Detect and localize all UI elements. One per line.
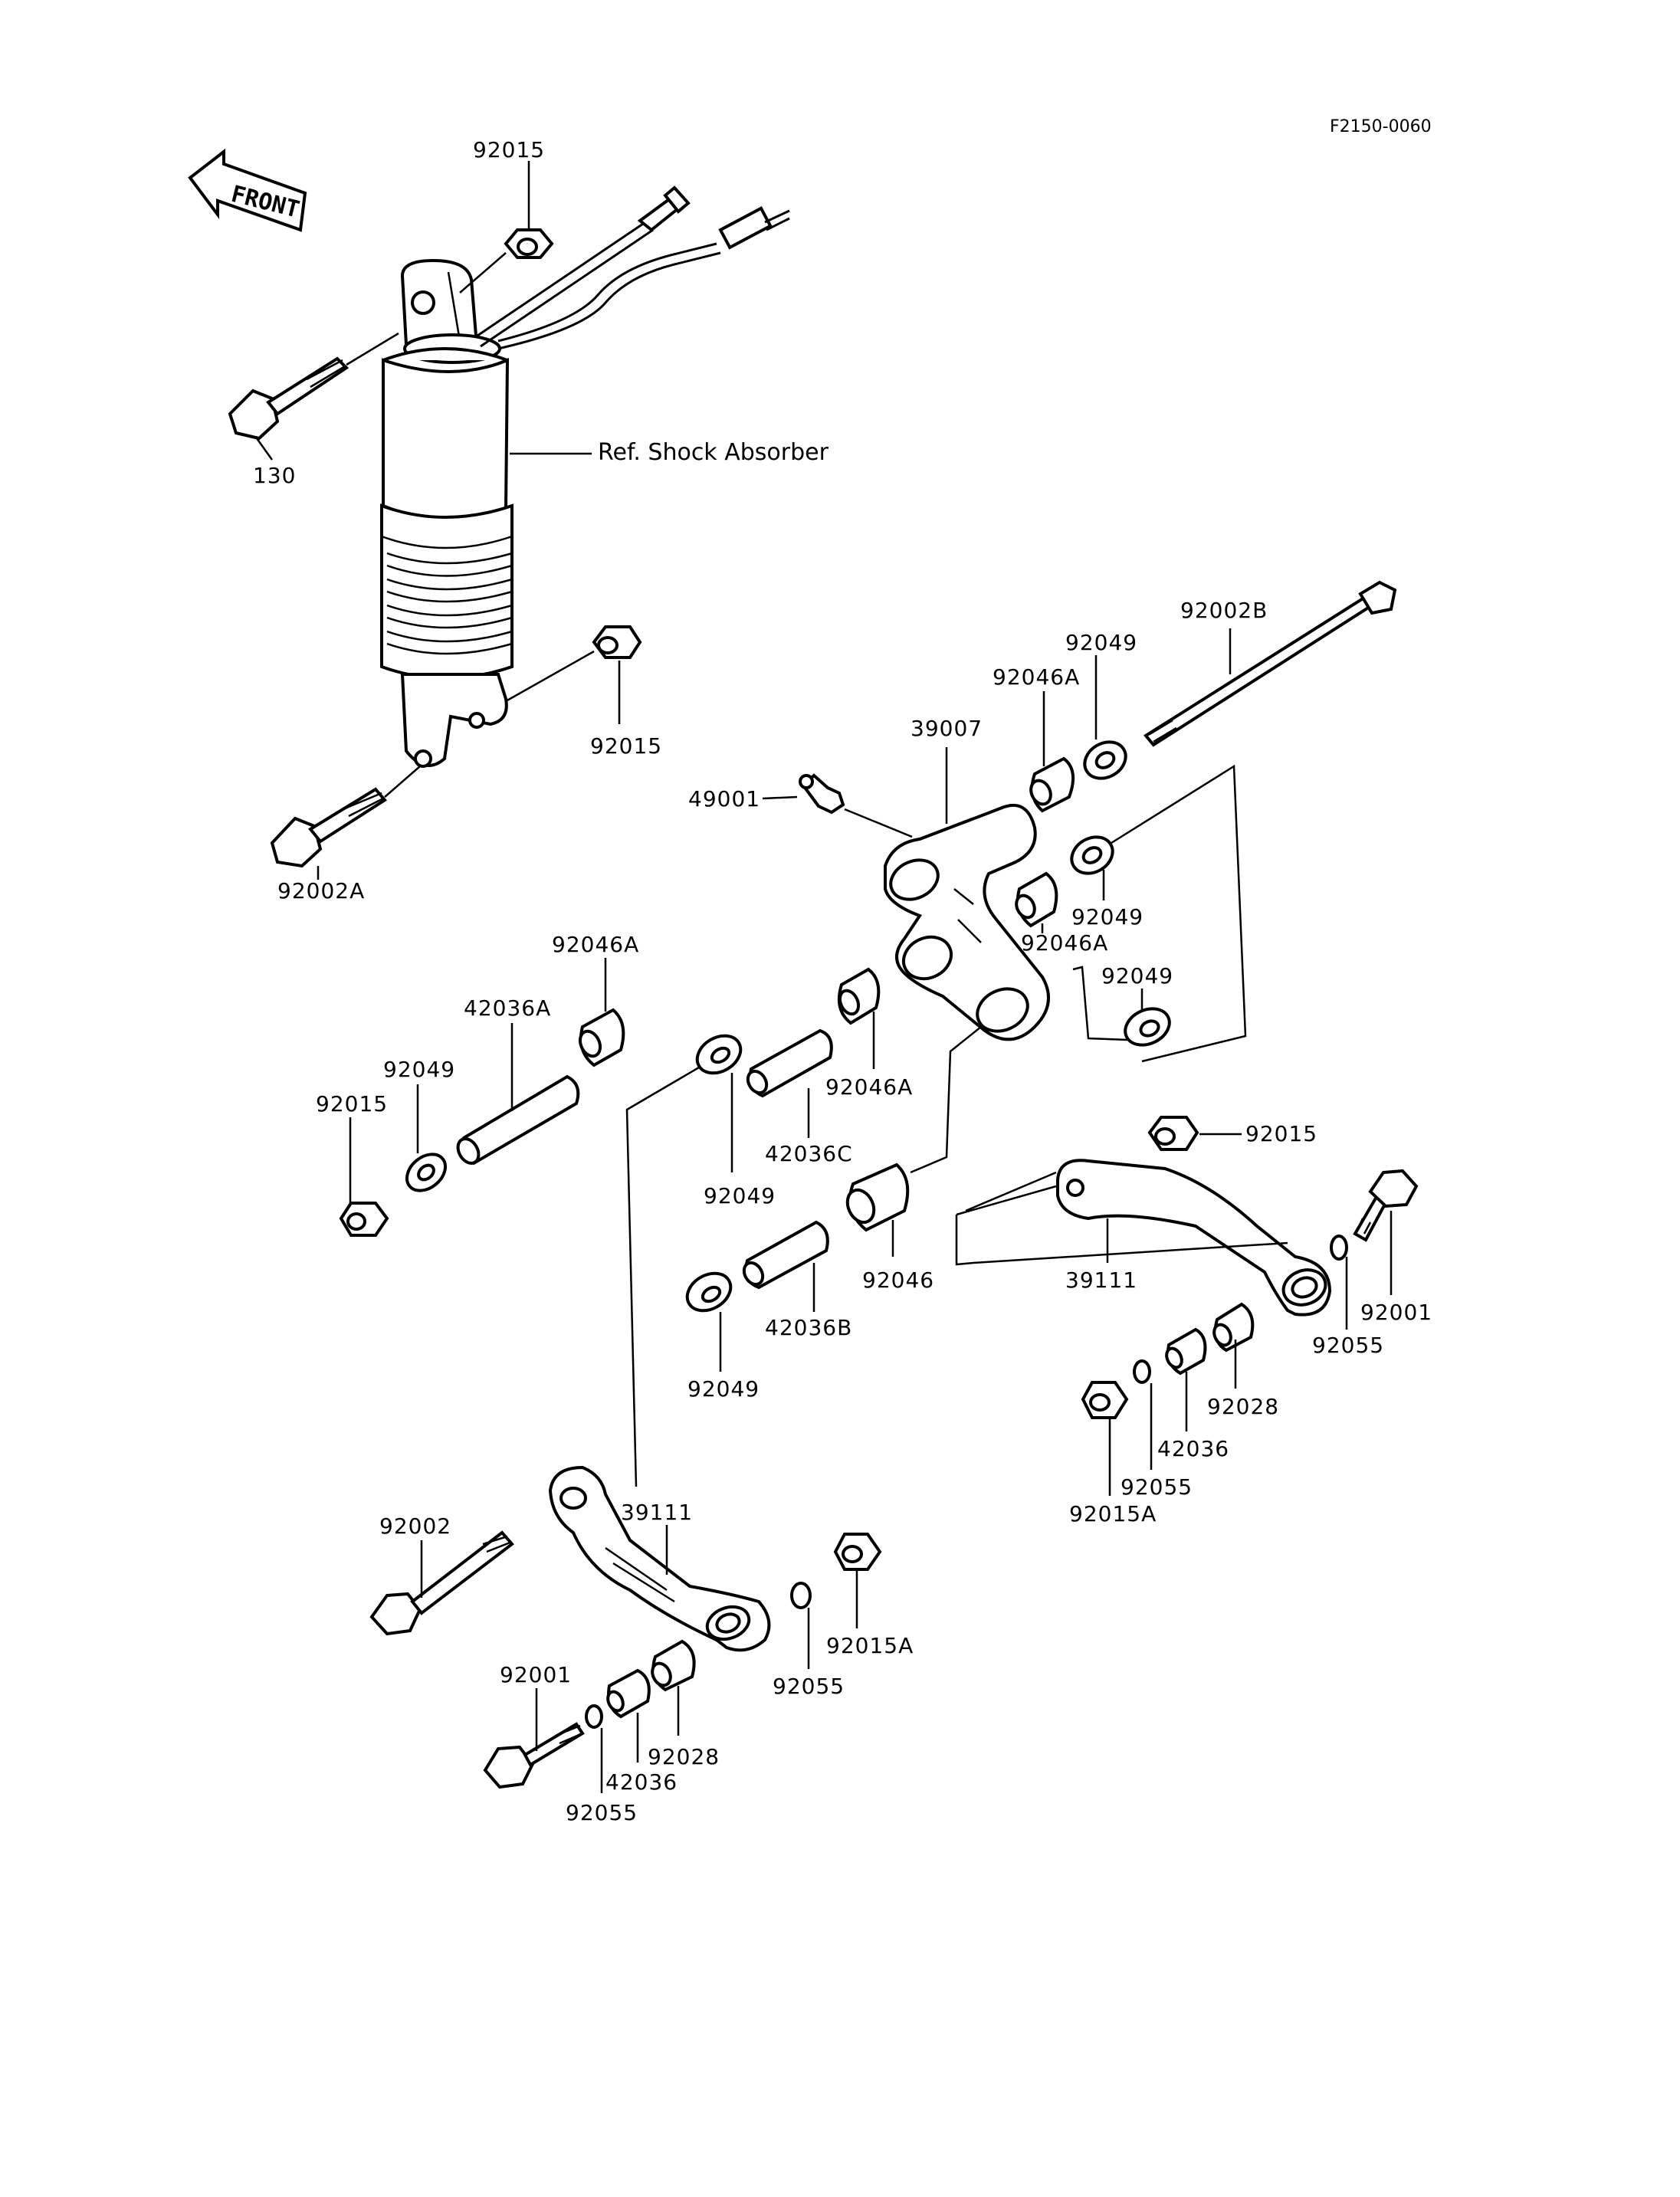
label-130: 130 — [253, 463, 296, 488]
label-92002B: 92002B — [1180, 598, 1268, 623]
sleeve-42036-right — [1165, 1327, 1207, 1376]
bolt-92001-right — [1353, 1169, 1419, 1242]
shock-absorber — [380, 185, 790, 768]
label-92046A-mid: 92046A — [825, 1074, 913, 1100]
sleeve-42036B — [742, 1220, 829, 1290]
label-92028-right: 92028 — [1207, 1394, 1279, 1419]
label-42036-left: 42036 — [605, 1769, 678, 1795]
o-ring-92055-left — [790, 1582, 812, 1609]
label-42036-right: 42036 — [1157, 1436, 1229, 1461]
label-92049-a: 92049 — [1065, 630, 1137, 655]
figure-code: F2150-0060 — [1330, 117, 1432, 136]
shock-absorber-label: Ref. Shock Absorber — [598, 439, 829, 466]
bushing-92046A-left — [578, 1008, 625, 1067]
bolt-92002A — [270, 787, 388, 868]
label-92015-shock: 92015 — [590, 733, 662, 759]
bushing-92046A-a — [1029, 756, 1075, 813]
washer-92049-left — [405, 1153, 448, 1192]
label-39007: 39007 — [911, 716, 983, 741]
label-92015A-left: 92015A — [826, 1633, 914, 1658]
label-92055-right: 92055 — [1312, 1333, 1384, 1358]
nut-92015-left — [339, 1202, 389, 1237]
bushing-92046A-b — [1015, 871, 1058, 928]
washer-92049-low — [685, 1271, 733, 1313]
label-92015-right: 92015 — [1245, 1121, 1317, 1146]
bolt-130 — [228, 356, 349, 441]
label-39111-right: 39111 — [1065, 1267, 1137, 1293]
rocker-arm-39007 — [884, 804, 1050, 1041]
bolt-92001-left — [483, 1722, 585, 1789]
bolt-92002B — [1144, 580, 1397, 747]
label-92055-right2: 92055 — [1121, 1474, 1193, 1500]
sleeve-42036C — [746, 1028, 833, 1098]
label-39111-left: 39111 — [621, 1500, 693, 1525]
label-92055-left2: 92055 — [566, 1800, 638, 1825]
label-92049-mid: 92049 — [704, 1183, 776, 1208]
label-92001-right: 92001 — [1360, 1300, 1432, 1325]
label-92049-low: 92049 — [687, 1376, 760, 1402]
label-92028-left: 92028 — [648, 1744, 720, 1769]
sleeve-42036-left — [606, 1668, 651, 1719]
nut-92015A-right — [1081, 1381, 1129, 1419]
o-ring-92055-right2 — [1133, 1359, 1151, 1384]
nut-92015A-left — [833, 1533, 882, 1571]
label-42036B: 42036B — [765, 1315, 852, 1340]
label-92046A-left: 92046A — [552, 932, 639, 957]
washer-92049-mid — [695, 1034, 743, 1075]
tie-rod-39111-left — [548, 1465, 771, 1652]
tie-rod-39111-right — [1056, 1159, 1332, 1317]
label-92002: 92002 — [379, 1513, 451, 1539]
washer-92049-b — [1070, 835, 1114, 875]
bushing-92028-right — [1212, 1302, 1255, 1353]
label-92046A-b: 92046A — [1021, 930, 1108, 956]
o-ring-92055-right — [1330, 1235, 1348, 1261]
nut-92015-right — [1147, 1116, 1199, 1151]
front-arrow-icon: FRONT — [188, 148, 307, 232]
label-92046: 92046 — [862, 1267, 934, 1293]
nut-92015-top — [504, 228, 554, 259]
washer-92049-a — [1083, 740, 1127, 780]
sleeve-42036A — [456, 1074, 580, 1166]
label-92049-c: 92049 — [1101, 963, 1173, 989]
label-49001: 49001 — [688, 786, 760, 812]
o-ring-92055-left2 — [585, 1704, 603, 1729]
label-92055-left: 92055 — [773, 1674, 845, 1699]
label-92002A: 92002A — [277, 878, 365, 903]
label-42036A: 42036A — [464, 995, 551, 1021]
label-92049-left: 92049 — [383, 1057, 455, 1082]
label-92001-left: 92001 — [500, 1662, 572, 1687]
bushing-92028-left — [651, 1639, 696, 1692]
label-92015-top: 92015 — [473, 137, 545, 162]
label-92049-b: 92049 — [1071, 904, 1144, 930]
washer-92049-c — [1124, 1007, 1171, 1047]
bolt-92002 — [369, 1530, 514, 1636]
bushing-92046 — [845, 1162, 910, 1232]
label-92046A-a: 92046A — [993, 664, 1080, 690]
bushing-92046A-mid — [838, 967, 881, 1025]
label-92015-left: 92015 — [316, 1091, 388, 1117]
label-92015A-right: 92015A — [1069, 1501, 1157, 1526]
nut-92015-shock — [592, 625, 642, 659]
label-42036C: 42036C — [765, 1141, 853, 1166]
grease-fitting-49001 — [799, 773, 845, 815]
